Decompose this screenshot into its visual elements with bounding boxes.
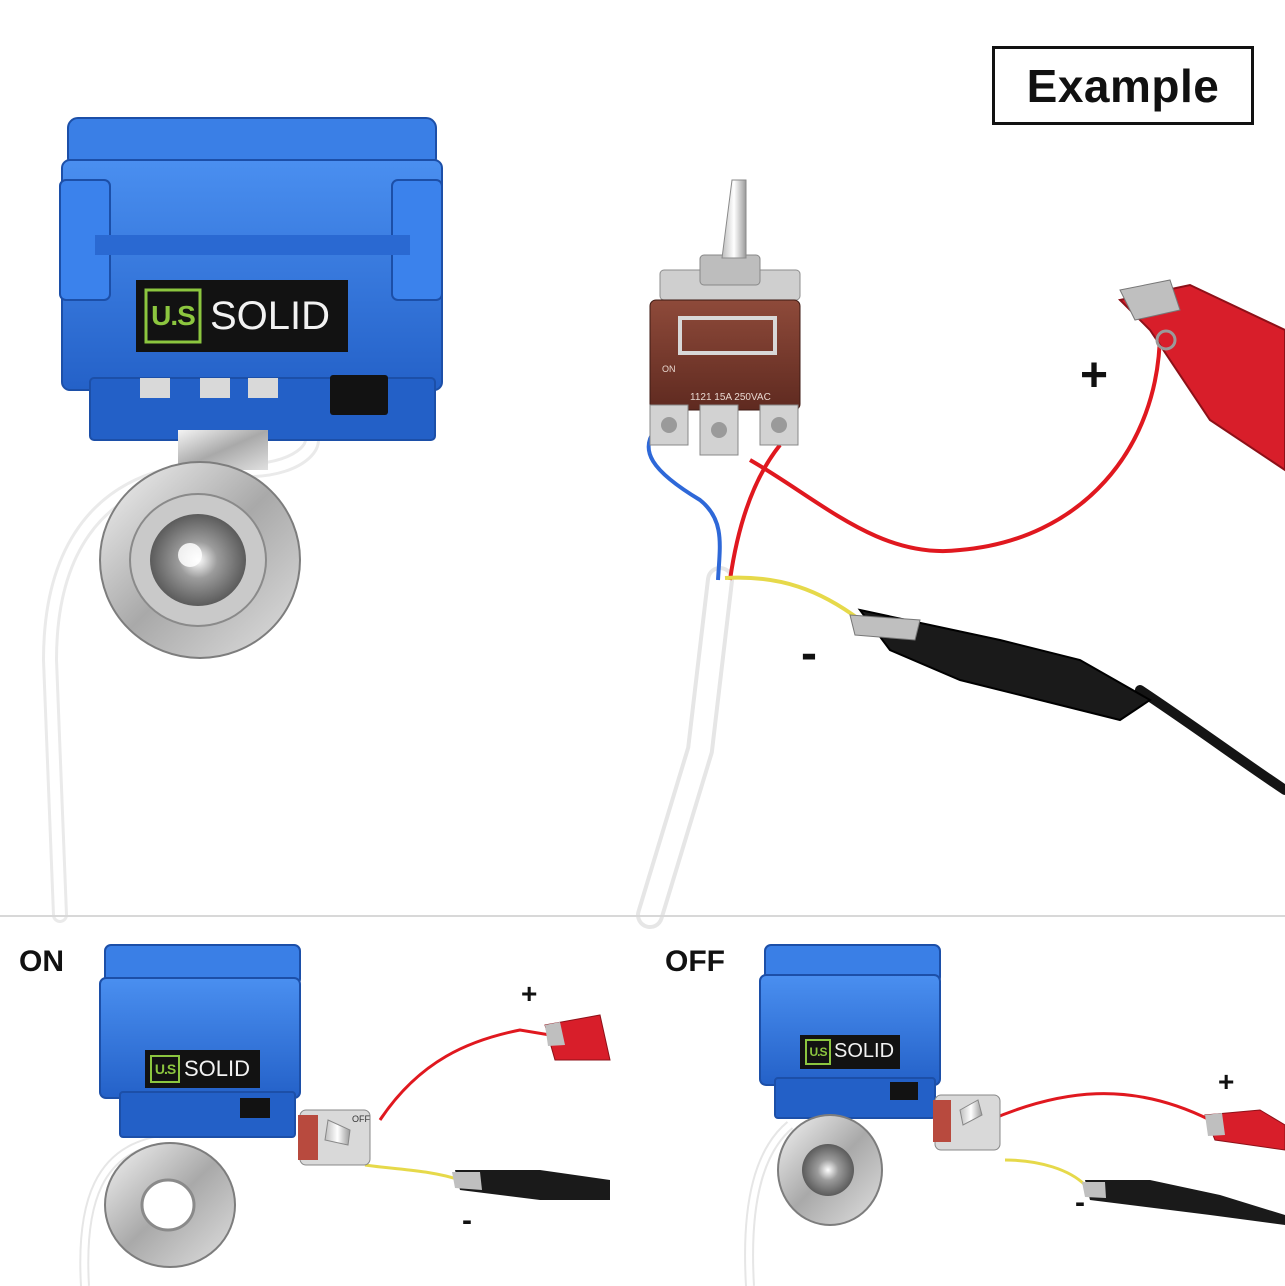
brand-label-main xyxy=(136,280,348,352)
brand-name-on: SOLID xyxy=(184,1056,251,1081)
section-divider xyxy=(0,915,1285,917)
brand-name-off: SOLID xyxy=(834,1040,895,1062)
on-panel-switch-off-marking: OFF xyxy=(352,1114,370,1124)
off-negative-label: - xyxy=(1075,1186,1085,1219)
off-panel-photo xyxy=(744,944,1285,1286)
off-state-label: OFF xyxy=(665,945,725,978)
red-alligator-clip-main xyxy=(1117,279,1285,472)
main-switch-assembly: ON 1121 15A 250VAC xyxy=(636,179,1162,929)
black-alligator-clip-main xyxy=(849,608,1285,795)
positive-terminal-label: + xyxy=(1080,349,1109,402)
brand-name-main: SOLID xyxy=(210,294,331,338)
brand-badge-main: U.S xyxy=(151,300,196,331)
switch-rating: 1121 15A 250VAC xyxy=(690,392,771,403)
off-positive-label: + xyxy=(1218,1066,1235,1097)
example-label-box: Example xyxy=(992,46,1254,125)
brand-badge-off: U.S xyxy=(809,1045,827,1059)
switch-on-marking: ON xyxy=(662,364,676,374)
brand-badge-on: U.S xyxy=(154,1061,176,1077)
example-label: Example xyxy=(1026,59,1220,112)
main-valve xyxy=(41,117,443,923)
on-positive-label: + xyxy=(521,978,538,1009)
on-panel-photo: OFF xyxy=(79,944,611,1286)
negative-terminal-label: - xyxy=(801,627,817,680)
on-negative-label: - xyxy=(462,1204,472,1237)
on-state-label: ON xyxy=(19,945,64,978)
